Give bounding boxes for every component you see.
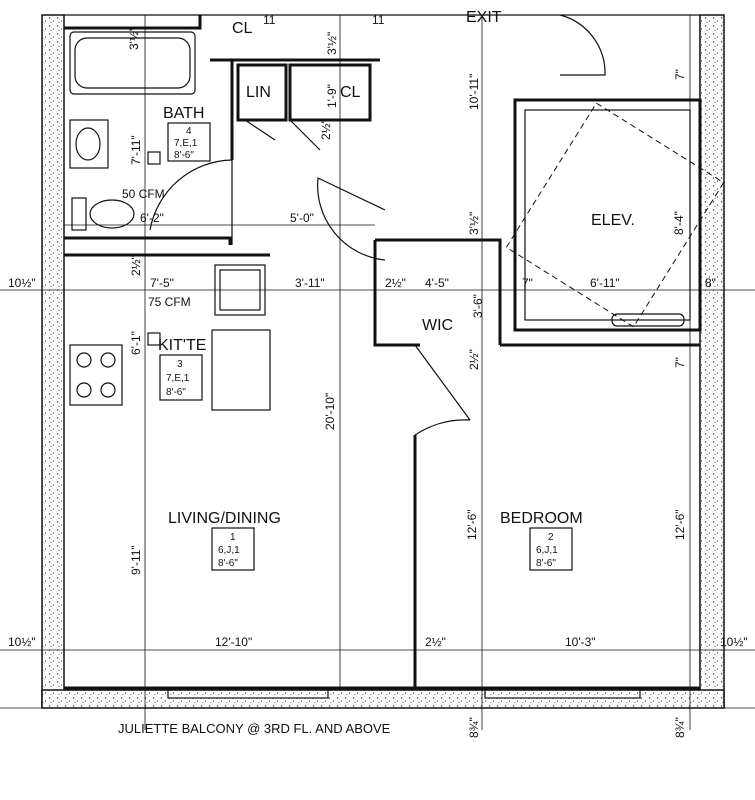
svg-text:8'-6": 8'-6": [536, 558, 556, 569]
room-label-cl-mid: CL: [340, 84, 361, 101]
counter-icon: [211, 329, 271, 411]
dim-cl-half-a: 3'½": [325, 32, 339, 55]
dim-right-10half: 10½": [720, 635, 748, 649]
dim-elev-w: 6'-11": [590, 276, 620, 290]
room-tag-kitchen: 3 7,E,1 8'-6": [159, 354, 203, 401]
svg-text:6,J,1: 6,J,1: [218, 545, 240, 556]
dim-wic-h: 3'-6": [471, 294, 485, 318]
dim-bot-8b: 8¾": [673, 717, 687, 738]
room-label-cl-top: CL: [232, 20, 253, 37]
room-label-wic: WIC: [422, 317, 453, 334]
dim-wic-wall: 2½": [467, 349, 481, 370]
dim-cl-depth: 1'-9": [325, 84, 339, 108]
room-tag-living: 1 6,J,1 8'-6": [211, 527, 255, 571]
sink-icon: [69, 119, 109, 169]
room-label-lin: LIN: [246, 84, 271, 101]
stove-icon: [69, 344, 123, 406]
dim-bed-w: 10'-3": [565, 635, 596, 649]
room-tag-bedroom: 2 6,J,1 8'-6": [529, 527, 573, 571]
room-label-kitchen: KIT'TE: [158, 337, 206, 354]
dim-elev-8: 8": [705, 276, 716, 290]
exhaust-fan-icon: [147, 332, 161, 346]
dim-bot-8a: 8¾": [467, 717, 481, 738]
dim-elev-h: 8'-4": [672, 211, 686, 235]
dim-elev-7: 7": [522, 276, 533, 290]
exterior-walls: [41, 14, 725, 709]
dim-bath-h: 7'-11": [129, 135, 143, 165]
dim-bath-w: 6'-2": [140, 211, 164, 225]
room-tag-bath: 4 7,E,1 8'-6": [167, 122, 211, 162]
svg-text:1: 1: [230, 532, 236, 543]
fan-label-kitchen: 75 CFM: [148, 295, 191, 309]
svg-text:8'-6": 8'-6": [166, 387, 186, 398]
svg-text:4: 4: [186, 126, 192, 137]
svg-text:7,E,1: 7,E,1: [166, 373, 190, 384]
dim-living-w: 12'-10": [215, 635, 252, 649]
dim-bath-tub-w: 3'½": [127, 27, 141, 50]
svg-text:2: 2: [548, 532, 554, 543]
dim-wic-2half: 2½": [385, 276, 406, 290]
dim-kit-2half: 2½": [129, 255, 143, 276]
dim-corridor-w: 5'-0": [290, 211, 314, 225]
dim-bed-h-left: 12'-6": [465, 509, 479, 540]
dimension-lines: [0, 15, 755, 730]
dim-wall-3half: 3'½": [467, 212, 481, 235]
balcony-rail: [167, 687, 641, 699]
dim-elev-bot-7: 7": [673, 357, 687, 368]
fan-label-bath: 50 CFM: [122, 187, 165, 201]
dim-mid-2half: 2½": [425, 635, 446, 649]
room-label-bath: BATH: [163, 105, 204, 122]
svg-text:3: 3: [177, 359, 183, 370]
dim-elev-top-7: 7": [673, 69, 687, 80]
room-label-exit: EXIT: [466, 9, 502, 26]
toilet-icon: [89, 199, 135, 229]
svg-text:7,E,1: 7,E,1: [174, 138, 198, 149]
dim-bed-h-right: 12'-6": [673, 509, 687, 540]
fixtures: [69, 31, 725, 411]
room-label-elev: ELEV.: [591, 212, 635, 229]
exhaust-fan-icon: [147, 151, 161, 165]
dim-kit-h: 6'-1": [129, 331, 143, 355]
balcony-note: JULIETTE BALCONY @ 3RD FL. AND ABOVE: [118, 721, 391, 736]
dim-top-11b: 11: [372, 13, 385, 27]
dim-left-10half-top: 10½": [8, 276, 36, 290]
dim-living-h: 20'-10": [323, 393, 337, 430]
dim-top-11a: 11: [263, 13, 276, 27]
dim-wic-w: 4'-5": [425, 276, 449, 290]
dim-kit-w: 7'-5": [150, 276, 174, 290]
room-label-bedroom: BEDROOM: [500, 510, 583, 527]
svg-text:8'-6": 8'-6": [218, 558, 238, 569]
dim-hall-h: 10'-11": [467, 74, 481, 110]
svg-text:8'-6": 8'-6": [174, 150, 194, 161]
room-label-living: LIVING/DINING: [168, 510, 281, 527]
bathtub-icon: [69, 31, 196, 95]
dim-living-side: 9'-11": [129, 545, 143, 575]
dim-mid-w: 3'-11": [295, 276, 325, 290]
svg-text:6,J,1: 6,J,1: [536, 545, 558, 556]
dim-wall-2half-a: 2½": [319, 119, 333, 140]
doors: [149, 14, 606, 436]
dim-left-10half-bot: 10½": [8, 635, 36, 649]
